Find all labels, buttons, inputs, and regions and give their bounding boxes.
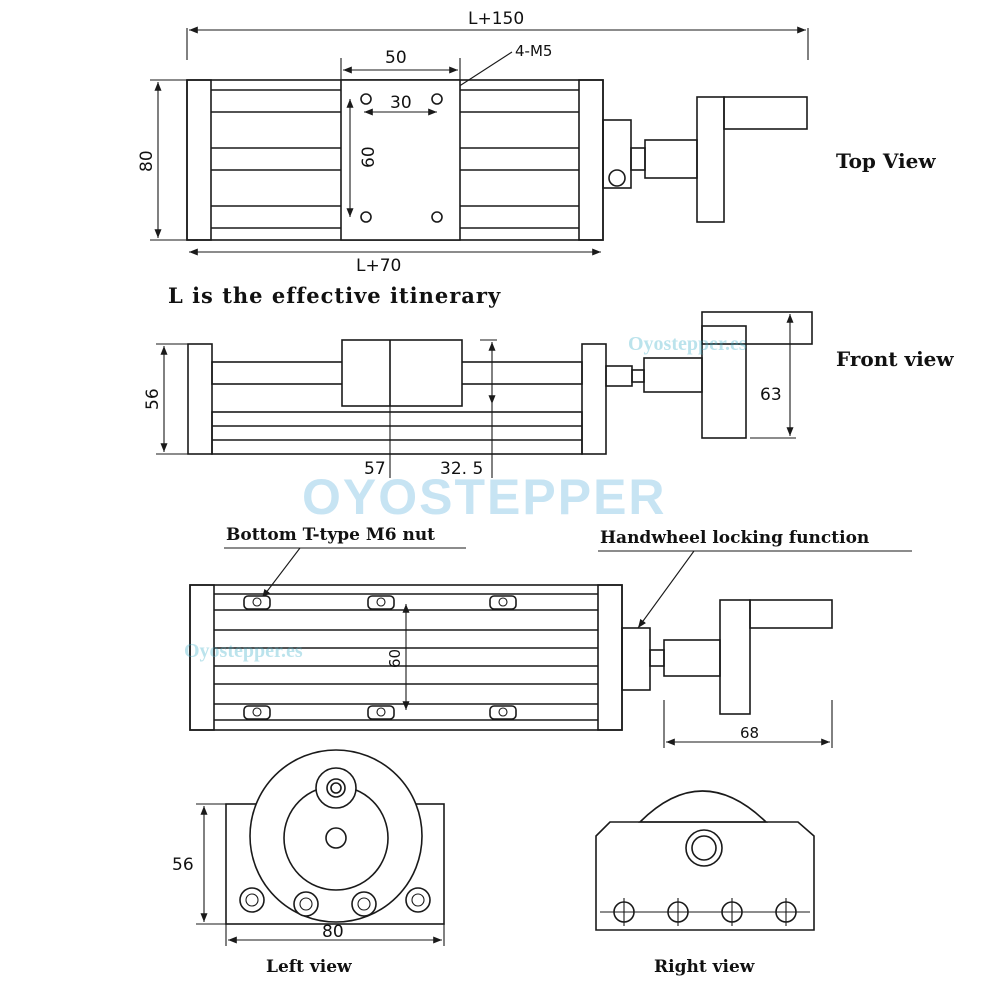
dim-front-57: 57	[364, 459, 386, 479]
t-nut	[243, 595, 271, 610]
t-nut	[489, 595, 517, 610]
mount-hole	[431, 93, 443, 105]
mount-bolt	[293, 891, 319, 917]
dim-top-total: L+150	[468, 9, 524, 29]
mount-hole	[431, 211, 443, 223]
t-nut	[367, 595, 395, 610]
watermark-big: OYOSTEPPER	[302, 469, 667, 525]
watermark-small: Oyostepper.es	[628, 333, 747, 355]
mount-hole	[772, 898, 800, 926]
bottom-view: Bottom T-type M6 nut Handwheel locking f…	[189, 525, 912, 748]
front-view: 56 57 32. 5 63 Front view	[143, 311, 954, 479]
t-nut	[489, 705, 517, 720]
mount-bolt	[239, 887, 265, 913]
dim-front-63: 63	[760, 385, 782, 405]
mount-hole	[610, 898, 638, 926]
dim-hole-y: 60	[359, 146, 379, 168]
dim-left-80: 80	[322, 922, 344, 942]
dim-left-56: 56	[172, 855, 194, 875]
dim-bottom-60: 60	[386, 649, 404, 668]
t-nut	[367, 705, 395, 720]
label-top-view: Top View	[836, 149, 936, 173]
dim-front-height: 56	[143, 388, 163, 410]
watermark-small-2: Oyostepper.es	[184, 640, 303, 662]
dim-hole-x: 30	[390, 93, 412, 113]
dim-height: 80	[137, 150, 157, 172]
dim-block-width: 50	[385, 48, 407, 68]
label-right-view: Right view	[654, 957, 755, 977]
label-front-view: Front view	[836, 347, 954, 371]
left-view: 56 80 Left view	[172, 749, 445, 977]
dim-bottom-68: 68	[740, 724, 759, 742]
t-nut	[243, 705, 271, 720]
mount-hole	[360, 211, 372, 223]
callout-holes: 4-M5	[515, 42, 552, 60]
mount-hole	[718, 898, 746, 926]
right-view: Right view	[595, 790, 815, 977]
dim-front-32-5: 32. 5	[440, 459, 483, 479]
label-left-view: Left view	[266, 957, 352, 977]
mount-bolt	[351, 891, 377, 917]
top-view: L+150 50 4-M5 30	[137, 9, 936, 276]
dim-top-rail: L+70	[356, 256, 401, 276]
mount-hole	[664, 898, 692, 926]
mount-bolt	[405, 887, 431, 913]
callout-bottom-nut: Bottom T-type M6 nut	[226, 525, 435, 545]
callout-handwheel-lock: Handwheel locking function	[600, 528, 869, 548]
note-effective-itinerary: L is the effective itinerary	[168, 283, 501, 308]
mount-hole	[360, 93, 372, 105]
